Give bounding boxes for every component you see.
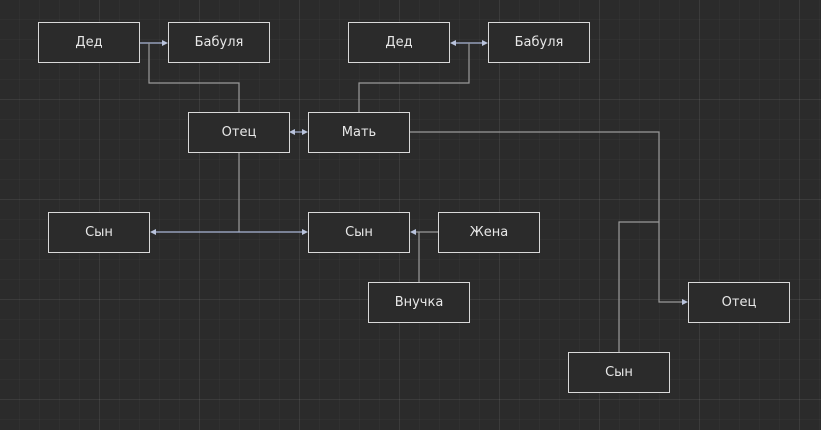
node-mother[interactable]: Мать — [308, 112, 410, 153]
arrowhead — [162, 40, 168, 46]
node-grandma-right[interactable]: Бабуля — [488, 22, 590, 63]
arrowhead — [302, 229, 308, 235]
node-grandpa-right[interactable]: Дед — [348, 22, 450, 63]
connector-grandparents2-mother[interactable] — [358, 43, 470, 112]
node-father-right[interactable]: Отец — [688, 282, 790, 323]
node-grandpa-left[interactable]: Дед — [38, 22, 140, 63]
node-son-left[interactable]: Сын — [48, 212, 150, 253]
node-son-mid[interactable]: Сын — [308, 212, 410, 253]
arrowhead — [289, 129, 295, 135]
node-wife[interactable]: Жена — [438, 212, 540, 253]
arrowhead — [450, 40, 456, 46]
arrowhead — [682, 299, 688, 305]
connector-mother-father-right[interactable] — [410, 131, 683, 303]
arrowhead — [302, 129, 308, 135]
node-granddaughter[interactable]: Внучка — [368, 282, 470, 323]
arrowhead — [482, 40, 488, 46]
arrowhead — [410, 229, 416, 235]
node-grandma-left[interactable]: Бабуля — [168, 22, 270, 63]
connector-grandparents1-father[interactable] — [148, 43, 240, 112]
node-father[interactable]: Отец — [188, 112, 290, 153]
node-son-bottom[interactable]: Сын — [568, 352, 670, 393]
connector-son-bottom[interactable] — [618, 221, 659, 352]
arrowhead — [150, 229, 156, 235]
